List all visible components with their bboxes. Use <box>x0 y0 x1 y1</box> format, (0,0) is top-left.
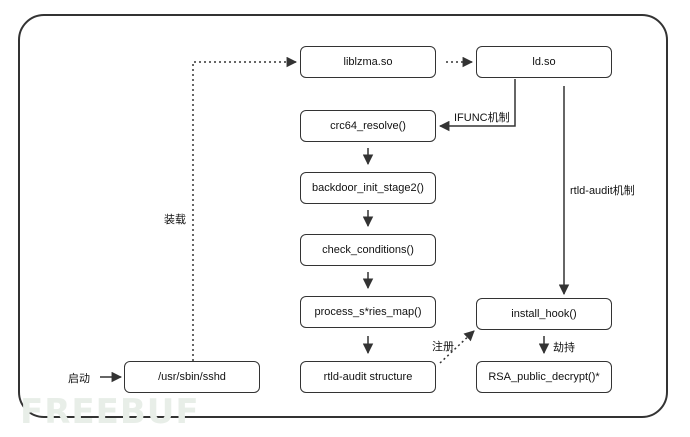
arrow-load-liblzma <box>192 56 298 361</box>
watermark: FREEBUF <box>20 392 200 432</box>
node-rsa-public-decrypt: RSA_public_decrypt()* <box>476 361 612 393</box>
node-process-map: process_s*ries_map() <box>300 296 436 328</box>
label-ifunc: IFUNC机制 <box>454 112 510 124</box>
node-install-hook: install_hook() <box>476 298 612 330</box>
label-register: 注册 <box>432 341 454 353</box>
label-hijack: 劫持 <box>553 342 575 354</box>
node-backdoor-init-stage2: backdoor_init_stage2() <box>300 172 436 204</box>
node-check-conditions: check_conditions() <box>300 234 436 266</box>
arrow-ifunc <box>438 79 516 132</box>
node-ldso: ld.so <box>476 46 612 78</box>
label-rtld-audit: rtld-audit机制 <box>570 185 635 197</box>
diagram-frame <box>18 14 668 418</box>
label-load: 装载 <box>164 214 186 226</box>
node-sshd: /usr/sbin/sshd <box>124 361 260 393</box>
node-liblzma: liblzma.so <box>300 46 436 78</box>
label-start: 启动 <box>68 373 90 385</box>
node-crc64-resolve: crc64_resolve() <box>300 110 436 142</box>
node-rtld-audit-structure: rtld-audit structure <box>300 361 436 393</box>
